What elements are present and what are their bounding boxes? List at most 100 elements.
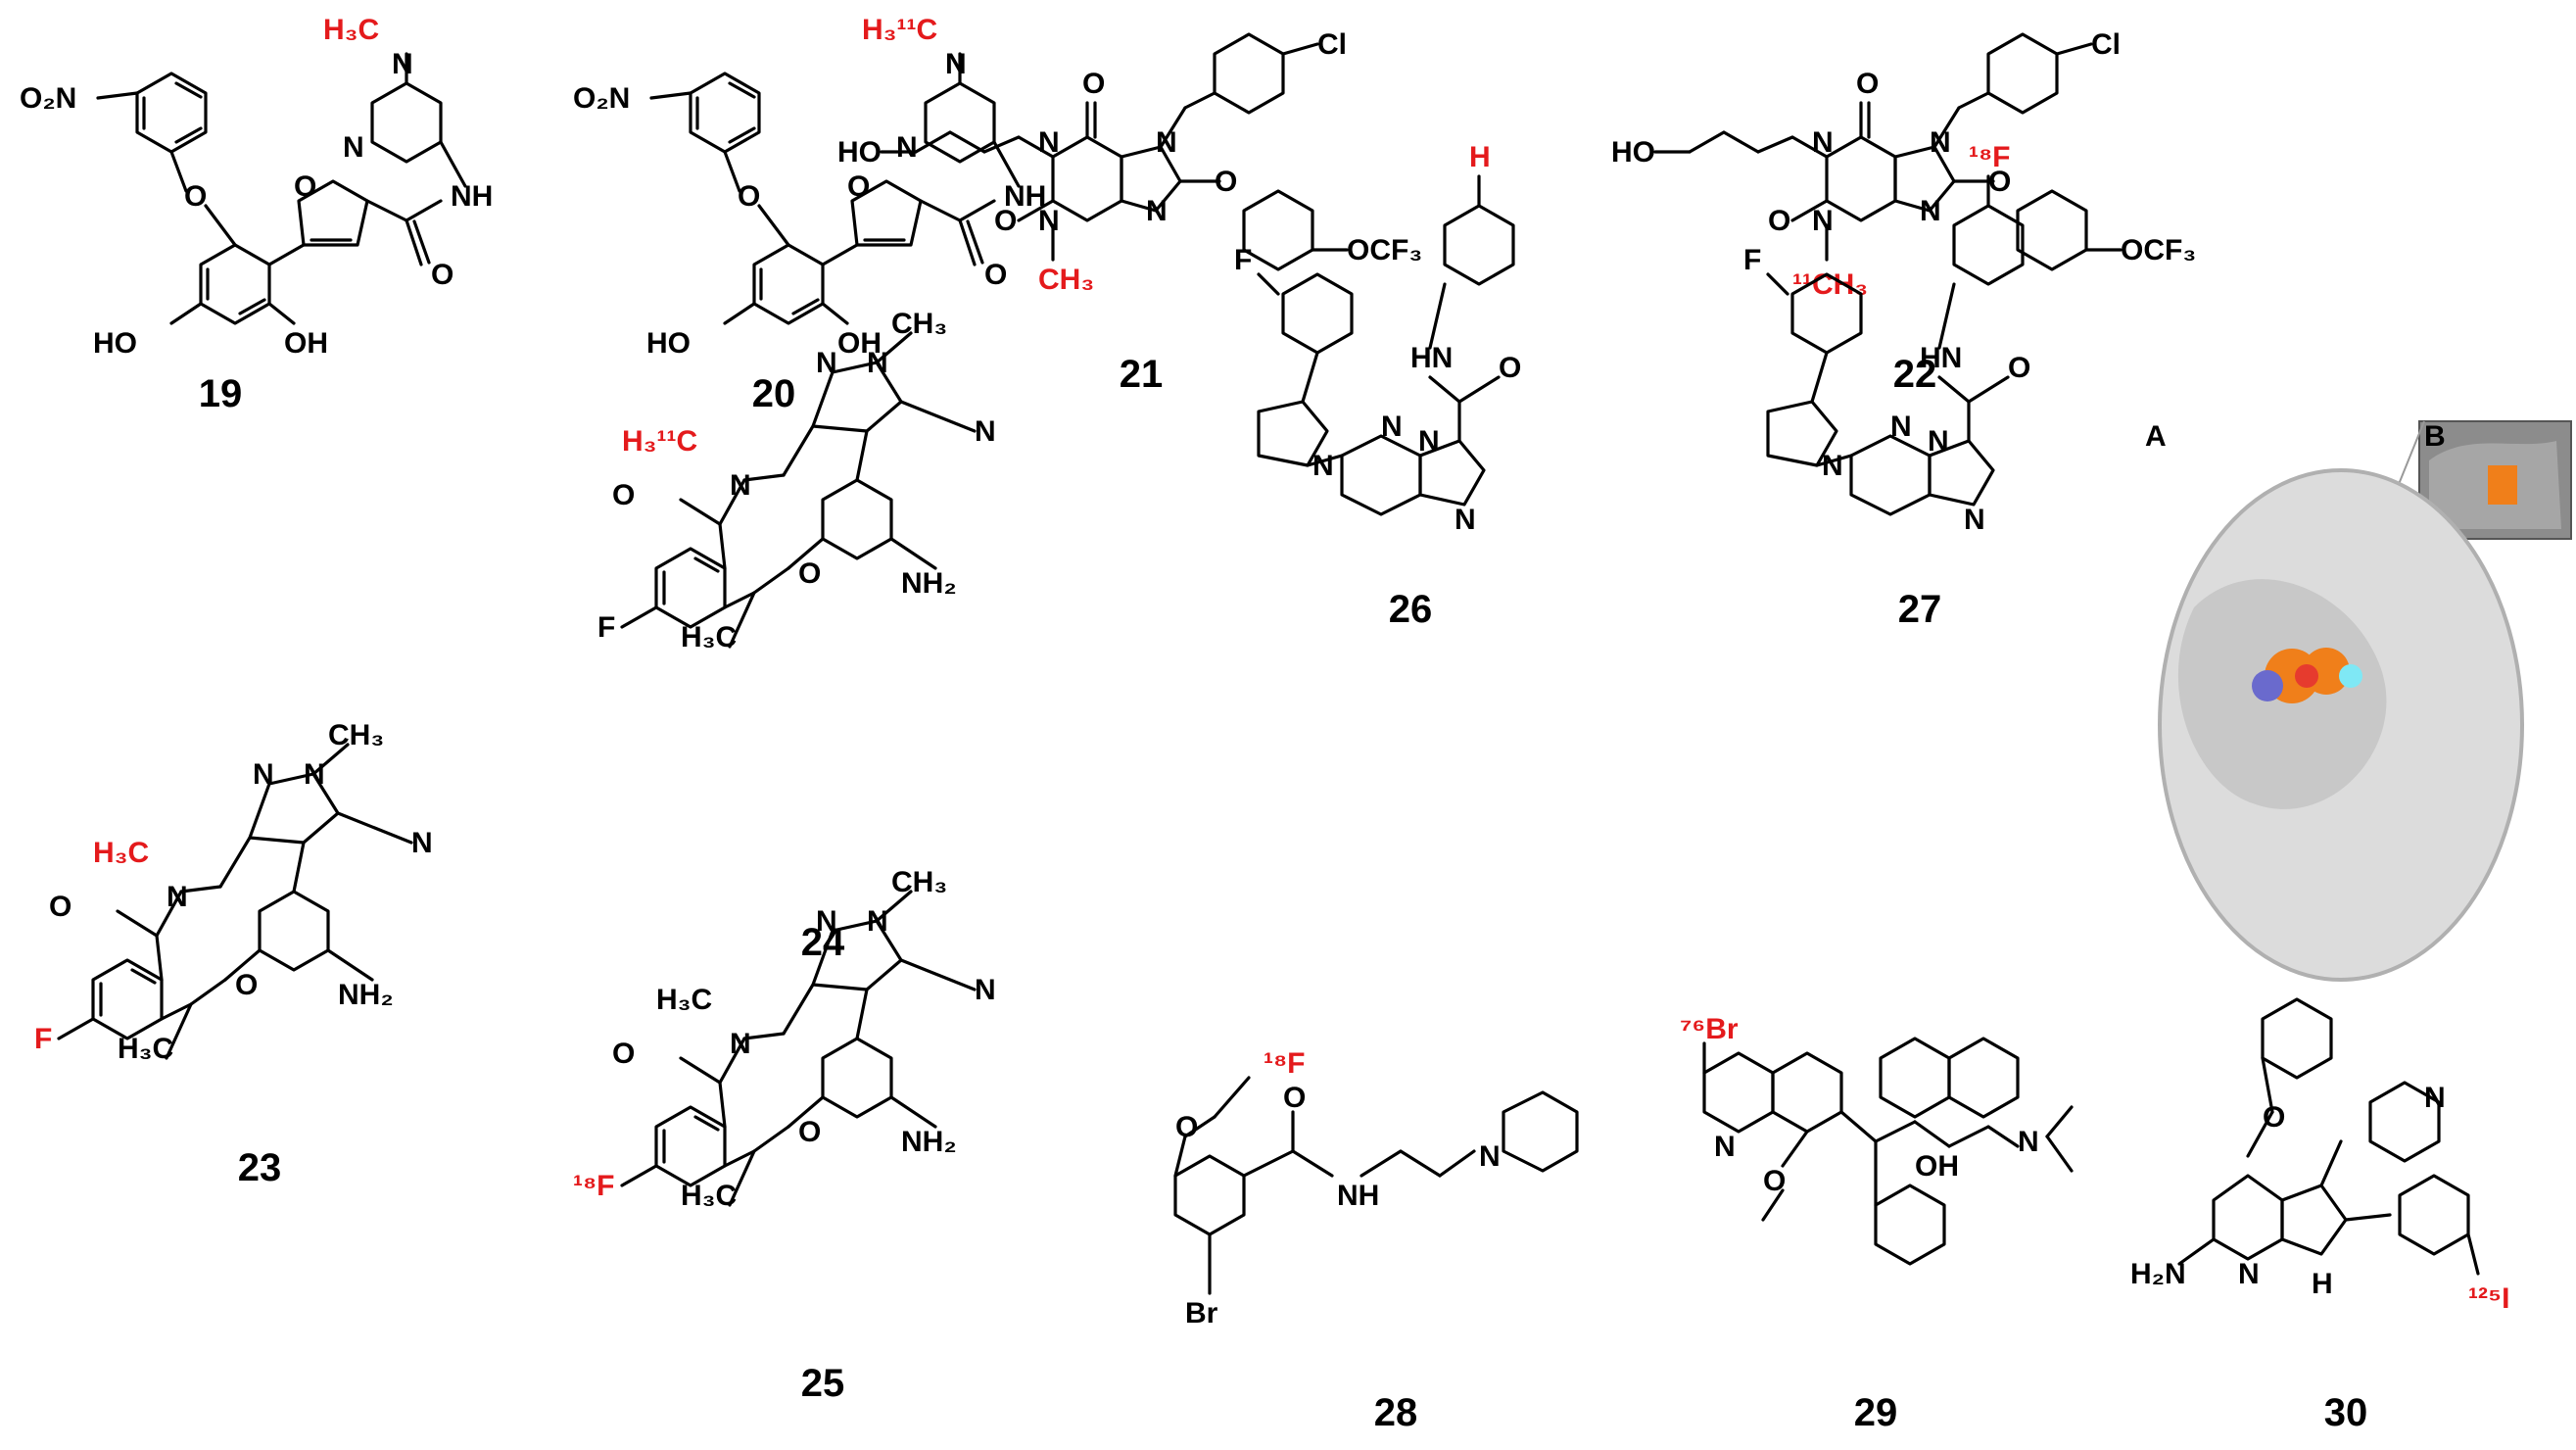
atom-o: O bbox=[994, 205, 1017, 237]
atom-n: N bbox=[975, 415, 996, 448]
atom-o: O bbox=[1082, 68, 1105, 100]
atom-o: O bbox=[1215, 166, 1237, 198]
atom-ho: HO bbox=[1611, 136, 1655, 169]
atom-o: O bbox=[1499, 352, 1521, 384]
atom-n: N bbox=[1455, 504, 1476, 536]
label-br76: ⁷⁶Br bbox=[1680, 1013, 1739, 1045]
atom-n: N bbox=[343, 131, 364, 164]
atom-o: O bbox=[798, 1116, 821, 1148]
compound-number: 26 bbox=[1389, 588, 1433, 631]
structure-19: O₂N O HO OH O N O NH N H₃C 19 bbox=[20, 14, 493, 415]
compound-number: 22 bbox=[1893, 353, 1937, 396]
structure-22: O O N N N N O Cl OCF₃ HO ¹¹CH₃ 22 bbox=[1611, 28, 2196, 396]
atom-o: O bbox=[431, 259, 453, 291]
structure-29: ⁷⁶Br N O OH N 29 bbox=[1680, 1013, 2074, 1434]
atom-n: N bbox=[1812, 126, 1834, 159]
atom-n: N bbox=[867, 347, 888, 379]
atom-nn: N bbox=[1890, 411, 1912, 443]
compound-number: 27 bbox=[1898, 588, 1942, 631]
atom-o: O bbox=[612, 479, 635, 511]
atom-o: O bbox=[1768, 205, 1790, 237]
compound-number: 30 bbox=[2324, 1391, 2368, 1434]
compound-number: 20 bbox=[752, 372, 796, 415]
atom-n: N bbox=[1479, 1140, 1501, 1173]
label-h: H bbox=[1469, 141, 1491, 173]
atom-cl: Cl bbox=[1317, 28, 1347, 61]
atom-ch3: CH₃ bbox=[891, 866, 947, 898]
atom-n: N bbox=[1312, 450, 1334, 482]
label-h3c: H₃C bbox=[93, 837, 149, 869]
structure-21: O O N N N N O Cl OCF₃ HO CH₃ 21 bbox=[837, 28, 1422, 396]
atom-n: N bbox=[1928, 425, 1949, 458]
atom-ocf3: OCF₃ bbox=[2121, 234, 2196, 266]
atom-n: N bbox=[975, 974, 996, 1006]
atom-o: O bbox=[798, 557, 821, 590]
structure-26: F N N N N HN O H 26 bbox=[1234, 141, 1521, 631]
atom-n: N bbox=[2424, 1082, 2446, 1114]
atom-n: N bbox=[1714, 1131, 1736, 1163]
label-h3c: H₃C bbox=[323, 14, 379, 46]
atom-o2n: O₂N bbox=[573, 82, 630, 115]
atom-n: N bbox=[2018, 1126, 2039, 1158]
atom-ocf3: OCF₃ bbox=[1347, 234, 1422, 266]
atom-f: F bbox=[597, 611, 615, 644]
label-h3-11c: H₃¹¹C bbox=[862, 14, 937, 46]
atom-nh2: NH₂ bbox=[901, 1126, 957, 1158]
structure-23: O N N N CH₃ N NH₂ O H₃C F H₃C 23 bbox=[34, 719, 433, 1189]
atom-ho: HO bbox=[646, 327, 691, 360]
atom-n: N bbox=[411, 827, 433, 859]
atom-nh2: NH₂ bbox=[901, 567, 957, 600]
label-f18: ¹⁸F bbox=[1969, 141, 2011, 173]
atom-n: N bbox=[2238, 1258, 2260, 1290]
atom-o: O bbox=[984, 259, 1007, 291]
panel-label-a: A bbox=[2145, 420, 2167, 453]
atom-n: N bbox=[896, 131, 918, 164]
atom-o: O bbox=[612, 1038, 635, 1070]
atom-o: O bbox=[2008, 352, 2030, 384]
atom-o: O bbox=[294, 170, 316, 203]
structure-20: O₂N O HO OH O N O NH N H₃¹¹C 20 bbox=[573, 14, 1046, 415]
atom-n: N bbox=[1038, 205, 1060, 237]
atom-n: N bbox=[1418, 425, 1440, 458]
atom-h3c: H₃C bbox=[681, 1180, 737, 1212]
protein-panel: A B bbox=[2145, 420, 2572, 982]
atom-n: N bbox=[867, 905, 888, 938]
inset-ligand bbox=[2488, 465, 2517, 505]
atom-n: N bbox=[1964, 504, 1985, 536]
atom-oh: OH bbox=[1915, 1150, 1959, 1183]
label-i125: ¹²⁵I bbox=[2468, 1282, 2509, 1315]
compound-number: 19 bbox=[199, 372, 243, 415]
structure-28: O O NH N Br ¹⁸F 28 bbox=[1173, 1047, 1579, 1434]
label-f: F bbox=[34, 1023, 52, 1055]
structure-24: O N N N CH₃ N NH₂ O H₃C F H₃¹¹C 24 bbox=[597, 308, 996, 964]
atom-n: N bbox=[1038, 126, 1060, 159]
label-f18: ¹⁸F bbox=[1264, 1047, 1306, 1080]
structure-25: O N N N CH₃ N NH₂ O H₃C H₃C ¹⁸F 25 bbox=[573, 866, 996, 1405]
atom-o: O bbox=[1988, 166, 2011, 198]
atom-nh2: NH₂ bbox=[338, 979, 394, 1011]
atom-ch3: CH₃ bbox=[891, 308, 947, 340]
atom-o: O bbox=[847, 170, 870, 203]
atom-o: O bbox=[2263, 1101, 2285, 1134]
atom-nh: NH bbox=[451, 180, 493, 213]
atom-f: F bbox=[1743, 244, 1761, 276]
label-h3-11c: H₃¹¹C bbox=[622, 425, 697, 458]
atom-cl: Cl bbox=[2091, 28, 2121, 61]
atom-n: N bbox=[304, 758, 325, 791]
label-ch3-11: ¹¹CH₃ bbox=[1792, 268, 1868, 301]
atom-n: N bbox=[1812, 205, 1834, 237]
atom-n: N bbox=[1930, 126, 1951, 159]
atom-hn: HN bbox=[1920, 342, 1962, 374]
structure-27: F N N N N HN O ¹⁸F 27 bbox=[1743, 141, 2030, 631]
atom-o: O bbox=[49, 891, 72, 923]
atom-n: N bbox=[1822, 450, 1843, 482]
structure-30: O N N H H₂N ¹²⁵I 30 bbox=[2130, 997, 2509, 1434]
atom-n: N bbox=[945, 48, 967, 80]
compound-number: 23 bbox=[238, 1146, 282, 1189]
atom-o: O bbox=[184, 180, 207, 213]
atom-n: N bbox=[730, 469, 751, 502]
atom-n: N bbox=[1920, 195, 1941, 227]
compound-number: 25 bbox=[801, 1362, 845, 1405]
